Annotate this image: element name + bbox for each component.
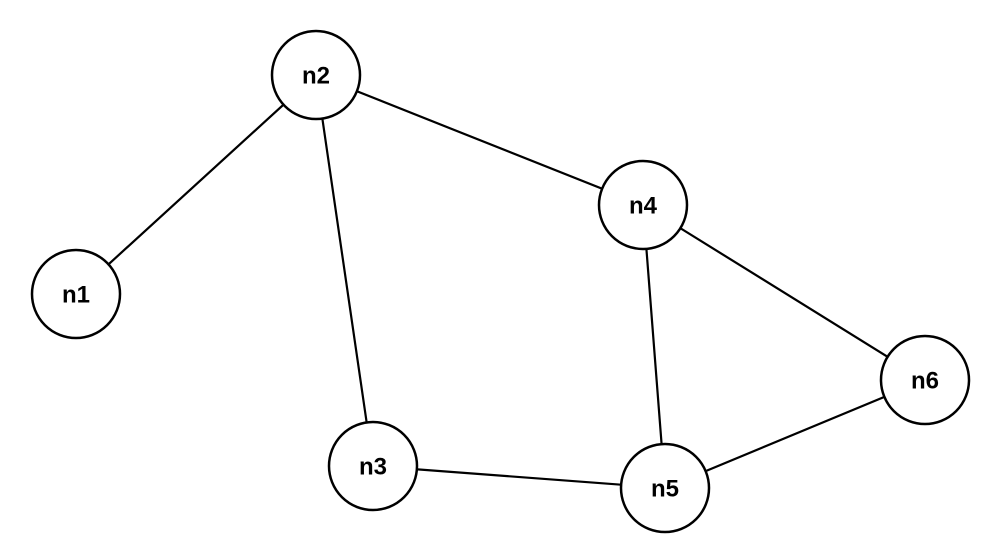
edge-n3-n5 (371, 464, 667, 490)
node-label-n1: n1 (62, 282, 90, 309)
node-n2: n2 (270, 29, 362, 121)
node-circle-n3 (327, 420, 419, 512)
edge-n4-n6 (641, 203, 927, 382)
node-circle-n6 (879, 334, 971, 426)
edge-n5-n6 (663, 378, 927, 490)
edge-n2-n4 (314, 73, 645, 207)
node-circle-n4 (597, 159, 689, 251)
edges-layer (74, 73, 927, 490)
node-label-n5: n5 (651, 476, 679, 503)
node-circle-n2 (270, 29, 362, 121)
node-n6: n6 (879, 334, 971, 426)
node-label-n3: n3 (359, 454, 387, 481)
edge-n1-n2 (74, 73, 318, 296)
node-label-n4: n4 (629, 193, 658, 220)
node-n5: n5 (619, 442, 711, 534)
node-circle-n1 (30, 248, 122, 340)
edge-n2-n3 (314, 73, 375, 468)
node-label-n6: n6 (911, 368, 939, 395)
node-n4: n4 (597, 159, 689, 251)
node-n3: n3 (327, 420, 419, 512)
nodes-layer: n1 n2 n3 n4 n5 n6 (30, 29, 971, 534)
node-n1: n1 (30, 248, 122, 340)
node-circle-n5 (619, 442, 711, 534)
edge-n4-n5 (641, 203, 667, 490)
node-label-n2: n2 (302, 63, 330, 90)
